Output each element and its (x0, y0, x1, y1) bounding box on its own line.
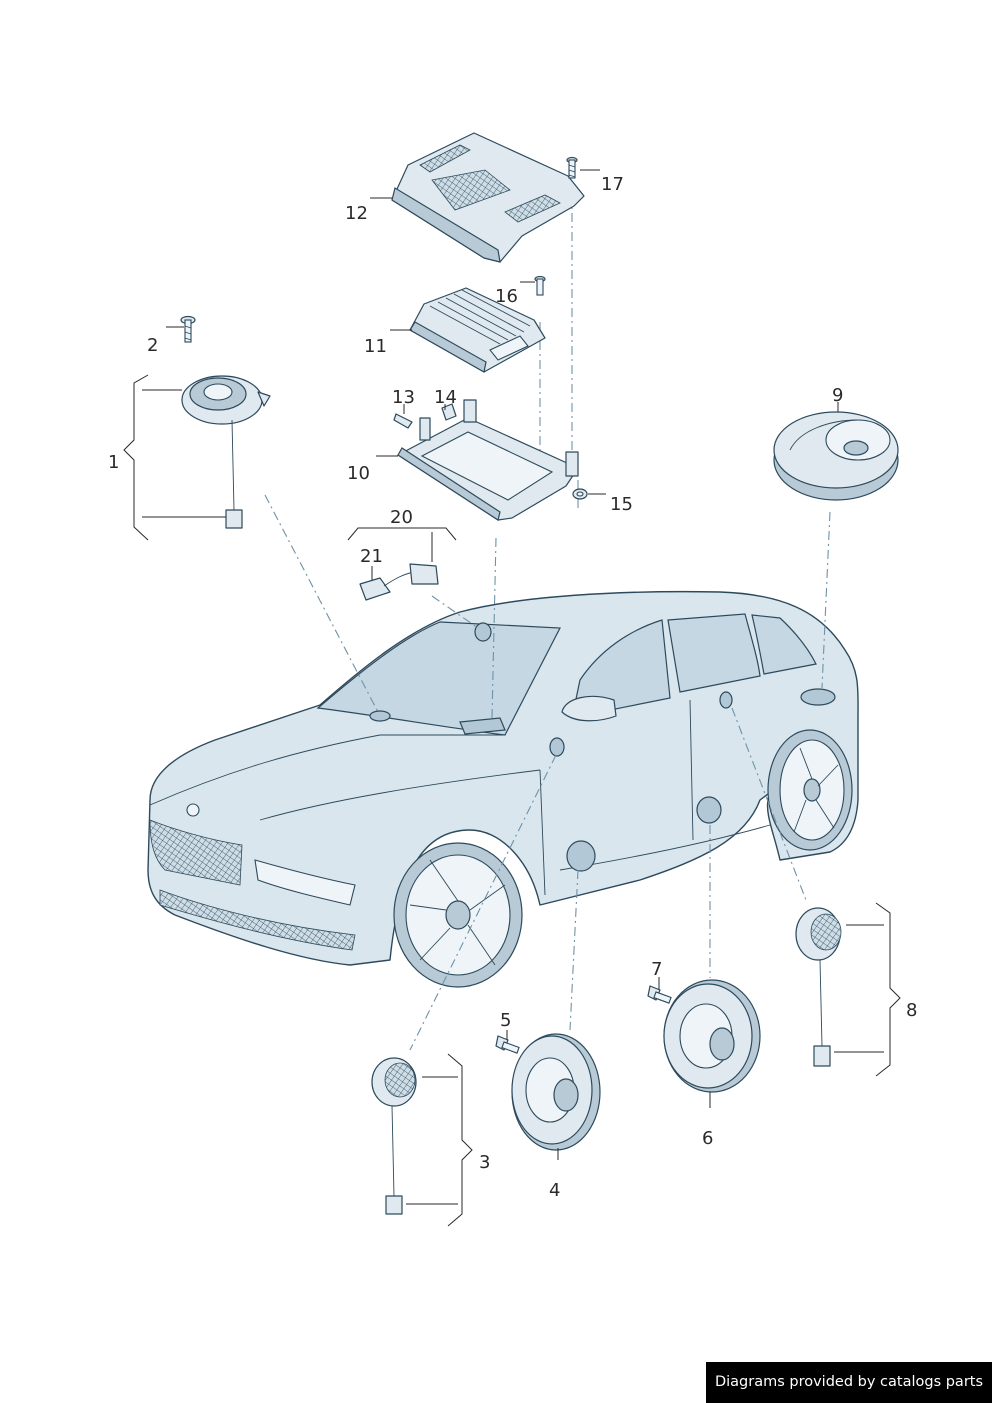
part-9-subwoofer[interactable] (773, 411, 899, 501)
part-21-wiring-connector[interactable] (359, 563, 439, 601)
part-17-screw[interactable] (566, 156, 578, 179)
mount-rear-door-tweeter (719, 691, 733, 709)
callout-12: 12 (345, 203, 368, 224)
callout-15: 15 (610, 494, 633, 515)
mount-front-door-tweeter (549, 737, 565, 757)
part-13-screw[interactable] (393, 413, 413, 429)
part-7-screw[interactable] (647, 985, 672, 1004)
callout-20: 20 (390, 507, 413, 528)
mount-dash-center (459, 717, 506, 735)
callout-1: 1 (108, 452, 119, 473)
callout-17: 17 (601, 174, 624, 195)
callout-9: 9 (832, 385, 843, 406)
callout-6: 6 (702, 1128, 713, 1149)
callout-2: 2 (147, 335, 158, 356)
part-6-door-woofer[interactable] (663, 979, 761, 1093)
callout-labels: 1 2 3 4 5 6 7 8 9 10 11 12 13 14 15 16 1… (108, 174, 917, 1201)
callout-8: 8 (906, 1000, 917, 1021)
callout-5: 5 (500, 1010, 511, 1031)
callout-3: 3 (479, 1152, 490, 1173)
car-illustration (147, 590, 859, 988)
callout-11: 11 (364, 336, 387, 357)
mount-windshield (474, 622, 492, 642)
location-lines (264, 194, 831, 1051)
mount-rear-door-woofer (696, 796, 722, 824)
callout-10: 10 (347, 463, 370, 484)
part-12-amplifier-cover[interactable] (391, 132, 585, 263)
mount-front-door-woofer (566, 840, 596, 872)
callout-13: 13 (392, 387, 415, 408)
part-5-screw[interactable] (495, 1035, 520, 1054)
callout-7: 7 (651, 959, 662, 980)
callout-14: 14 (434, 387, 457, 408)
part-10-mounting-bracket[interactable] (397, 399, 579, 521)
part-11-amplifier[interactable] (409, 287, 546, 373)
part-3-tweeter[interactable] (371, 1057, 417, 1215)
callout-4: 4 (549, 1180, 560, 1201)
mount-trunk-subwoofer (800, 688, 836, 706)
callout-21: 21 (360, 546, 383, 567)
rear-wheel (767, 729, 853, 851)
part-15-nut[interactable] (572, 488, 588, 500)
leader-lines (123, 169, 901, 1227)
part-1-dash-speaker[interactable] (181, 375, 271, 529)
part-4-door-woofer[interactable] (511, 1033, 601, 1151)
part-2-screw[interactable] (180, 315, 196, 343)
credit-badge: Diagrams provided by catalogs parts (706, 1362, 992, 1403)
mount-front-dash-left (369, 710, 391, 722)
part-8-tweeter[interactable] (795, 907, 842, 1067)
callout-16: 16 (495, 286, 518, 307)
front-wheel (393, 842, 523, 988)
part-16-screw[interactable] (534, 275, 546, 296)
